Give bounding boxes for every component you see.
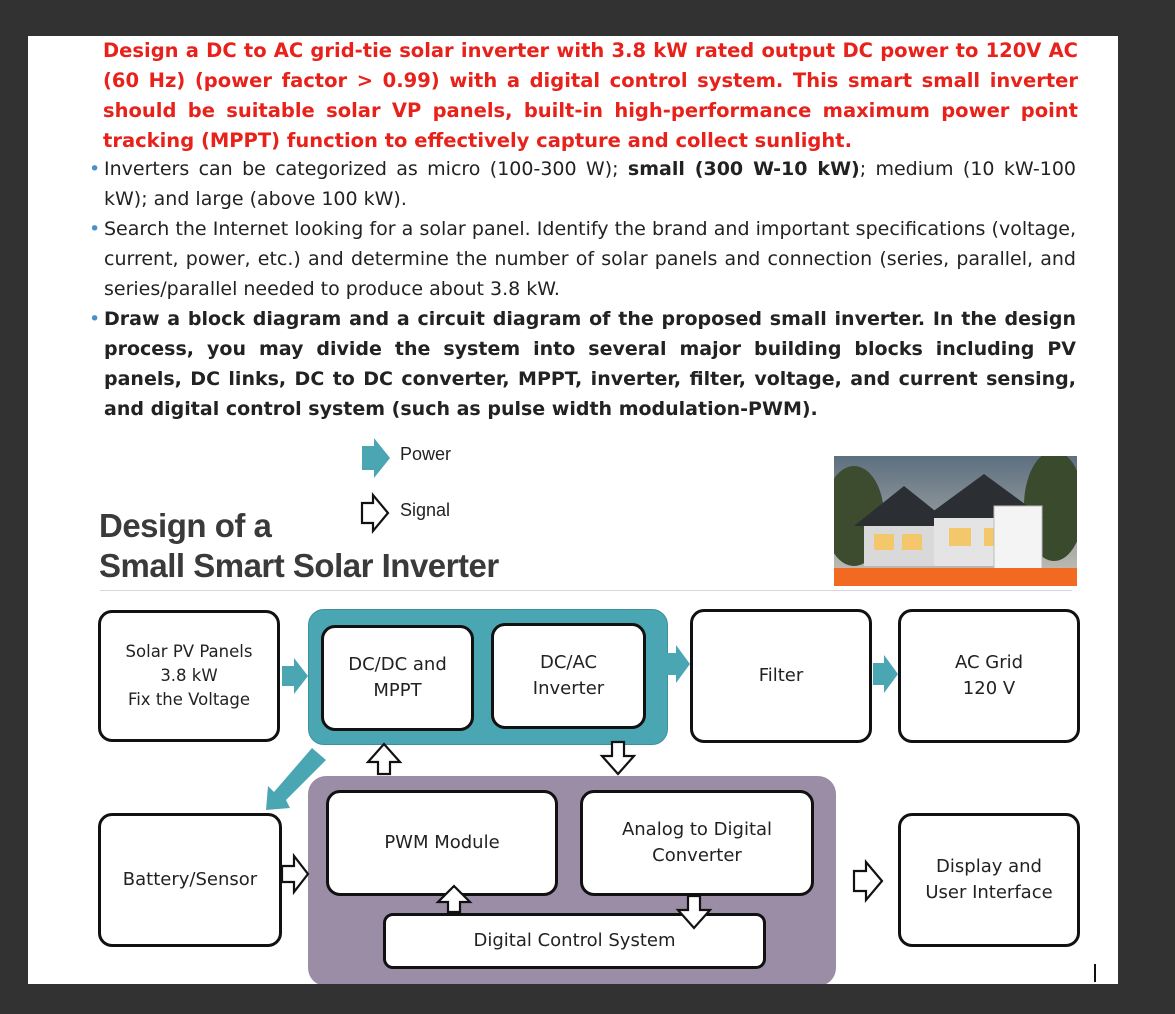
power-arrow-inverter-to-filter [666, 645, 690, 683]
power-arrow-filter-to-grid [873, 655, 898, 693]
document-page: Design a DC to AC grid-tie solar inverte… [28, 36, 1118, 984]
signal-arrow-adc-to-dcs [678, 896, 710, 928]
power-arrow-to-battery [266, 748, 326, 810]
diagram-arrows [28, 36, 1118, 984]
signal-arrow-to-display [854, 862, 882, 900]
signal-arrow-dcs-to-pwm [438, 886, 470, 912]
power-arrow-pv-to-dcdc [282, 658, 308, 694]
text-cursor [1094, 964, 1096, 982]
signal-arrow-battery-to-pwm [282, 856, 308, 892]
signal-arrow-inverter-to-adc [602, 742, 634, 774]
signal-arrow-pwm-to-dcdc [368, 744, 400, 774]
